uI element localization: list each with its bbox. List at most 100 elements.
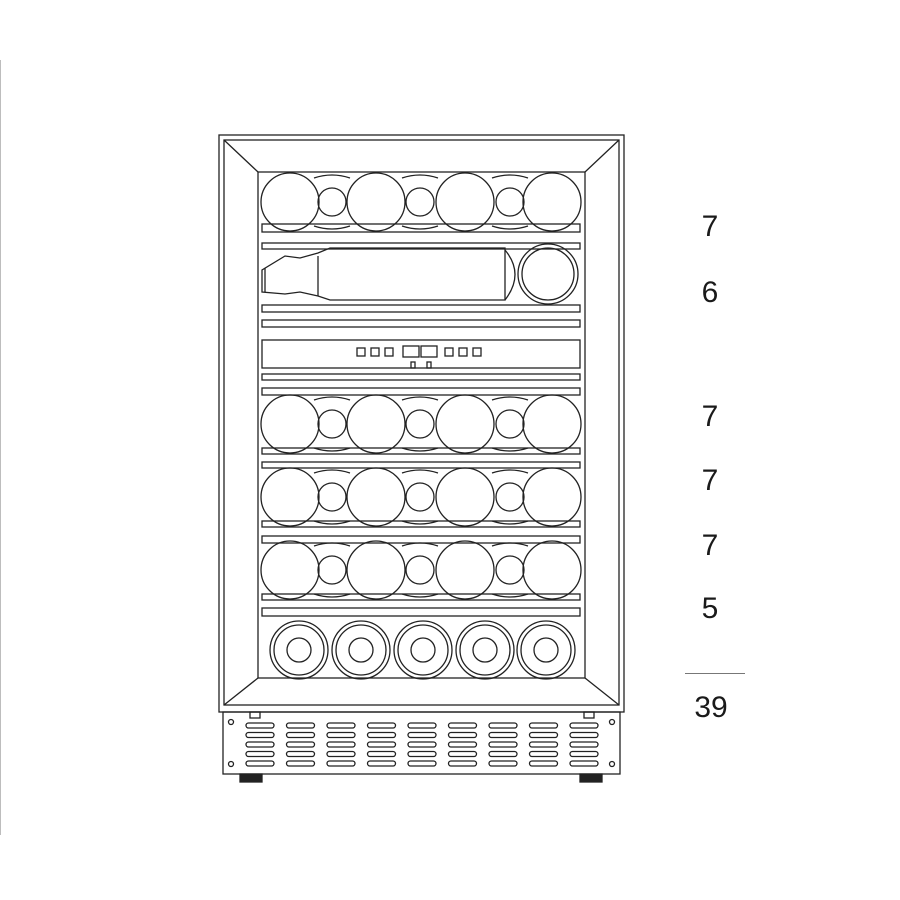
light-button-icon — [472, 347, 482, 357]
bottle-neck-rim-5-0 — [313, 542, 351, 547]
bottom-bottle-rim-2 — [397, 624, 449, 676]
bottle-neck-rim-b-1-0 — [313, 225, 351, 230]
vent-slot — [447, 750, 478, 758]
bottle-body-3-2 — [435, 394, 495, 454]
vent-slot — [366, 741, 397, 748]
bevel-bl — [223, 677, 259, 706]
vent-slot — [569, 731, 599, 739]
control-panel — [261, 339, 581, 369]
shelf-rail-3 — [261, 304, 581, 313]
shelf-rail-1 — [261, 223, 581, 233]
bottle-body-5-1 — [346, 540, 406, 600]
bottom-bottle-rim-0 — [273, 624, 325, 676]
shelf-rail-12 — [261, 607, 581, 617]
vent-slot — [488, 722, 518, 729]
shelf-rail-8 — [261, 461, 581, 469]
shelf-rail-2 — [261, 242, 581, 250]
bottle-neck-rim-b-1-1 — [401, 225, 439, 230]
bottom-bottle-1 — [331, 620, 391, 680]
vent-slot — [488, 760, 518, 767]
bottle-neck-rim-4-0 — [313, 469, 351, 474]
vent-slot — [326, 741, 356, 748]
display-left — [402, 345, 420, 358]
shelf-rail-5 — [261, 373, 581, 381]
vent-slot — [245, 722, 275, 729]
shelf-rail-7 — [261, 447, 581, 455]
bevel-br — [584, 677, 620, 706]
bottle-neck-1-1 — [405, 187, 435, 217]
down-button-icon-2 — [458, 347, 468, 357]
bottle-neck-rim-b-5-2 — [491, 593, 529, 598]
vent-slot — [285, 760, 316, 767]
vent-slot — [569, 741, 599, 748]
vent-slot — [407, 722, 437, 729]
vent-slot — [407, 760, 437, 767]
shelf-rail-4 — [261, 319, 581, 328]
shelf-count-4: 7 — [701, 464, 719, 497]
bottle-rows — [260, 172, 582, 680]
down-button-icon — [384, 347, 394, 357]
bottom-bottle-2 — [393, 620, 453, 680]
vent-slot — [285, 750, 316, 758]
bottom-bottle-punt-4 — [533, 637, 559, 663]
bottle-body-4-0 — [260, 467, 320, 527]
bottle-neck-rim-4-1 — [401, 469, 439, 474]
shelf-rail-6 — [261, 387, 581, 396]
vent-slot — [569, 750, 599, 758]
vent-slot — [488, 731, 518, 739]
shelf-rail-11 — [261, 593, 581, 601]
bottle-neck-rim-b-3-1 — [401, 447, 439, 452]
bottle-neck-rim-b-3-0 — [313, 447, 351, 452]
shelf-count-2: 6 — [701, 276, 719, 309]
shelf-count-1: 7 — [701, 210, 719, 243]
bottle-neck-rim-5-2 — [491, 542, 529, 547]
bottle-neck-rim-b-4-2 — [491, 520, 529, 525]
total-count: 39 — [694, 691, 728, 724]
sum-divider — [685, 673, 745, 674]
vent-slot — [528, 750, 559, 758]
vent-slot — [245, 750, 275, 758]
shelf-rail-9 — [261, 520, 581, 528]
bottle-body-1-0 — [260, 172, 320, 232]
vent-slot — [407, 750, 437, 758]
shelf-rail-10 — [261, 535, 581, 544]
vent-slot — [285, 731, 316, 739]
vent-slot — [528, 722, 559, 729]
bottle-body-5-0 — [260, 540, 320, 600]
bottle-neck-4-0 — [317, 482, 347, 512]
page-edge-line — [0, 60, 1, 835]
bottle-neck-3-1 — [405, 409, 435, 439]
shelf-rails — [261, 223, 581, 617]
bottle-neck-rim-3-1 — [401, 396, 439, 401]
bottle-neck-4-1 — [405, 482, 435, 512]
bottle-neck-rim-4-2 — [491, 469, 529, 474]
bottle-body-4-2 — [435, 467, 495, 527]
vent-slot — [326, 750, 356, 758]
vent-slot — [285, 741, 316, 748]
bottle-neck-5-2 — [495, 555, 525, 585]
vent-slot — [326, 731, 356, 739]
bottom-bottle-0 — [269, 620, 329, 680]
bottle-neck-rim-3-0 — [313, 396, 351, 401]
bevel-tl — [223, 139, 259, 173]
vent-slot — [447, 731, 478, 739]
bottom-bottle-punt-2 — [410, 637, 436, 663]
shelf-count-3: 7 — [701, 400, 719, 433]
vent-slot — [245, 731, 275, 739]
vent-slot — [447, 741, 478, 748]
bottom-bottle-punt-1 — [348, 637, 374, 663]
base-grille — [222, 711, 621, 783]
bottle-neck-3-0 — [317, 409, 347, 439]
bottle-neck-rim-1-1 — [401, 174, 439, 179]
bottom-bottle-punt-3 — [472, 637, 498, 663]
bottle-neck-5-1 — [405, 555, 435, 585]
bottom-bottle-rim-3 — [459, 624, 511, 676]
glass-panel — [257, 171, 586, 679]
bevel-tr — [584, 139, 620, 173]
vent-slot — [447, 722, 478, 729]
shelf-count-5: 7 — [701, 529, 719, 562]
vent-slot — [285, 722, 316, 729]
lying-bottle — [261, 243, 579, 305]
vent-slot — [447, 760, 478, 767]
bottle-neck-rim-1-0 — [313, 174, 351, 179]
